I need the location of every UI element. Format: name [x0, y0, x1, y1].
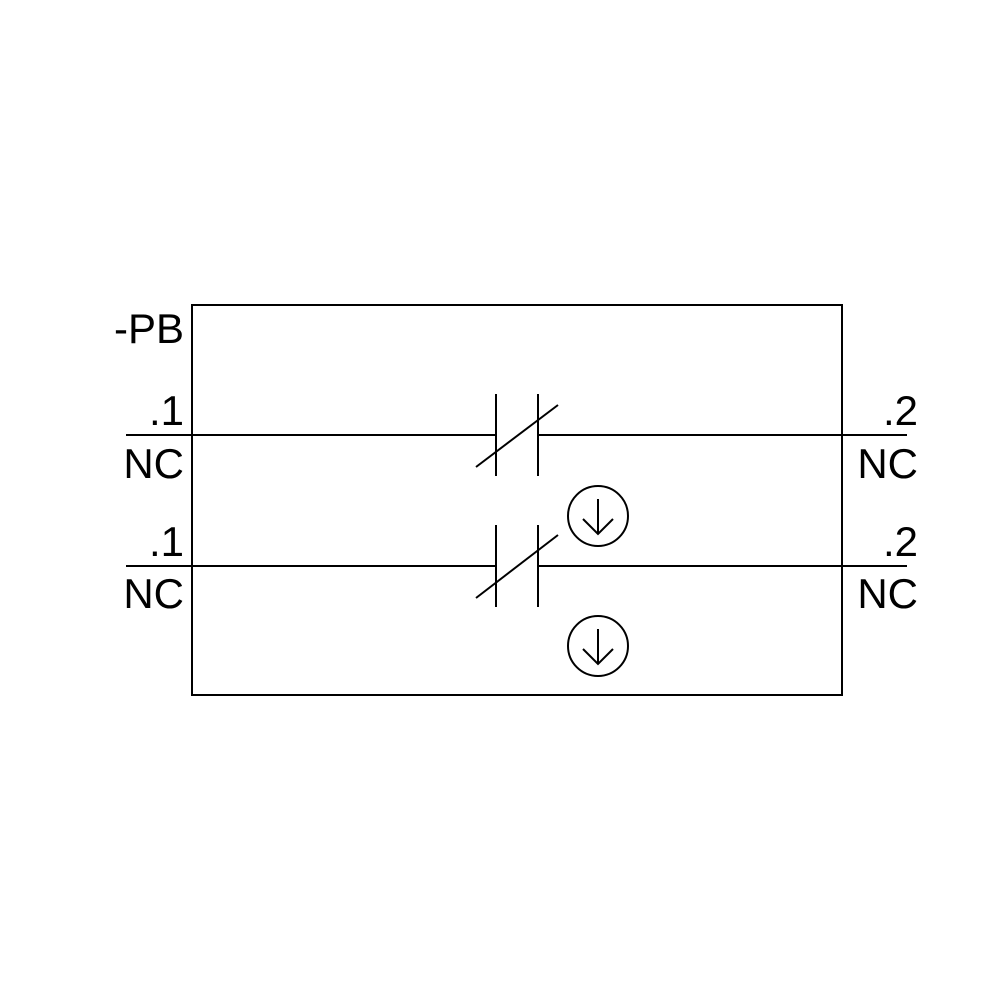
device-tag: -PB — [114, 305, 184, 352]
terminal-right-type-2: NC — [857, 570, 918, 617]
nc-slash-icon — [475, 534, 559, 599]
terminal-right-type-1: NC — [857, 440, 918, 487]
terminal-right-1: .2 — [883, 387, 918, 434]
device-enclosure — [191, 304, 843, 696]
terminal-left-type-2: NC — [123, 570, 184, 617]
terminal-right-2: .2 — [883, 518, 918, 565]
push-arrow-down-icon — [567, 485, 629, 547]
nc-contact-2: .1 NC .2 NC — [123, 518, 918, 617]
nc-slash-icon — [475, 404, 559, 468]
terminal-left-1: .1 — [149, 387, 184, 434]
terminal-left-2: .1 — [149, 518, 184, 565]
terminal-left-type-1: NC — [123, 440, 184, 487]
nc-contact-1: .1 NC .2 NC — [123, 387, 918, 487]
push-arrow-down-icon — [567, 615, 629, 677]
